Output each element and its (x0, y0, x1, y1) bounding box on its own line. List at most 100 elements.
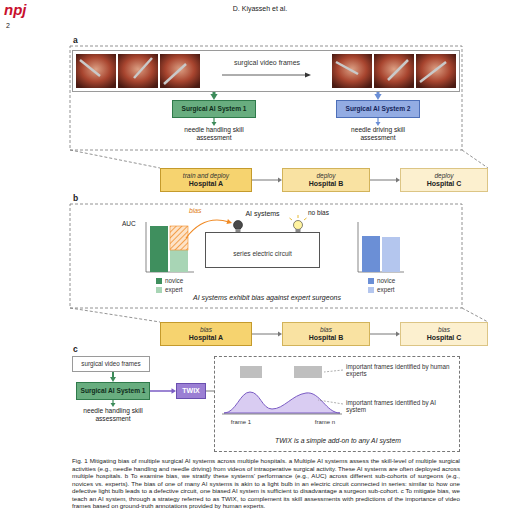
hospital-box: train and deployHospital A (160, 168, 252, 192)
arrow-head (305, 73, 311, 78)
ai-system-box: Surgical AI System 1 (76, 382, 150, 400)
connector (110, 372, 116, 382)
twix-callout: important frames identified by human exp… (214, 356, 460, 452)
node-text: Hospital C (427, 334, 462, 342)
panel-statement: AI systems exhibit bias against expert s… (72, 294, 462, 302)
video-frame (332, 54, 372, 88)
surgical-instrument (388, 60, 408, 80)
legend-row: novice (368, 277, 395, 284)
connector (370, 332, 400, 337)
node-text: series electric circuit (205, 250, 320, 257)
bar-novice (150, 226, 168, 272)
zoom-line (70, 150, 160, 168)
node-text: frame 1 (223, 419, 259, 426)
surgical-instrument (164, 64, 186, 84)
figure-caption: Fig. 1 Mitigating bias of multiple surgi… (72, 457, 460, 510)
assessment-label: needle driving skill assessment (346, 126, 410, 141)
time-arrow (222, 75, 306, 76)
arrow-head (374, 94, 381, 100)
assessment-label: needle handling skill assessment (182, 126, 246, 141)
connector (252, 178, 282, 183)
twix-box: TWIX (176, 383, 206, 399)
connector (252, 332, 282, 337)
ai-importance-curve (224, 392, 340, 413)
legend-row: expert (156, 286, 183, 293)
arrow-head (210, 94, 217, 100)
panel-outline (70, 204, 462, 308)
node-text: deploy (316, 172, 335, 179)
surgical-instrument (134, 58, 152, 78)
zoom-line (462, 150, 488, 168)
connector-line (206, 391, 214, 392)
connector (150, 388, 176, 393)
connector-line (370, 334, 397, 335)
bias-arrow (186, 220, 229, 238)
node-text: TWIX is a simple add-on to any AI system (215, 437, 461, 445)
arrow-head (278, 178, 282, 183)
video-frame (76, 54, 116, 88)
node-text: important frames identified by human exp… (346, 363, 456, 377)
legend-swatch (368, 287, 374, 293)
video-frames-box: surgical video frames (72, 356, 150, 372)
running-header: D. Kiyasseh et al. (190, 5, 330, 13)
arrow-head (227, 219, 233, 224)
hospital-box: biasHospital A (160, 322, 252, 346)
panel-letter: c (73, 345, 83, 355)
node-text: AI systems (205, 210, 320, 218)
video-frame (416, 54, 456, 88)
connector (374, 92, 381, 100)
node-text: surgical video frames (81, 360, 141, 367)
ai-system-box: Surgical AI System 2 (336, 100, 420, 118)
leader-line (324, 370, 343, 372)
bulb-on (294, 221, 303, 230)
connector-line (370, 180, 397, 181)
surgical-instrument (336, 62, 358, 74)
legend-text: expert (377, 286, 395, 293)
arrow-head (110, 377, 116, 382)
bar-expert (382, 237, 400, 272)
video-frame (118, 54, 158, 88)
hospital-box: deployHospital B (282, 168, 370, 192)
node-text: Hospital B (309, 180, 344, 188)
bias-label: bias (189, 207, 211, 215)
human-important-frames (240, 366, 262, 378)
node-text: train and deploy (183, 172, 229, 179)
connector-line (213, 92, 216, 95)
arrow-head (278, 332, 282, 337)
bar-expert (170, 250, 188, 272)
assessment-label: needle handling skill assessment (81, 407, 145, 422)
node-text: Surgical AI System 1 (81, 387, 146, 395)
arrow-head (376, 122, 381, 126)
video-frame (374, 54, 414, 88)
connector (210, 92, 217, 100)
node-text: Hospital C (427, 180, 462, 188)
node-text: Surgical AI System 2 (346, 105, 411, 113)
legend-swatch (156, 278, 162, 284)
light-ray (298, 215, 299, 218)
hospital-box: biasHospital C (400, 322, 488, 346)
arrow-head (111, 403, 116, 407)
chart-axis (358, 222, 359, 272)
video-frames-strip: surgical video frames (72, 50, 460, 92)
bias-gap (170, 226, 188, 250)
bar-novice (362, 236, 380, 272)
light-ray (304, 218, 307, 220)
panel-letter: b (73, 194, 83, 204)
bulb-off (234, 221, 243, 230)
panel-letter: a (73, 36, 83, 46)
node-text: bias (200, 326, 212, 333)
no-bias-label: no bias (308, 209, 340, 216)
node-text: Hospital B (309, 334, 344, 342)
light-ray (290, 218, 293, 220)
legend-text: expert (165, 286, 183, 293)
node-text: important frames identified by AI system (346, 399, 456, 413)
legend-swatch (156, 287, 162, 293)
journal-logo: npj (4, 1, 44, 18)
node-text: deploy (434, 172, 453, 179)
connector (370, 178, 400, 183)
video-frame (160, 54, 200, 88)
arrow-head (396, 178, 400, 183)
panel-outline (70, 46, 462, 150)
